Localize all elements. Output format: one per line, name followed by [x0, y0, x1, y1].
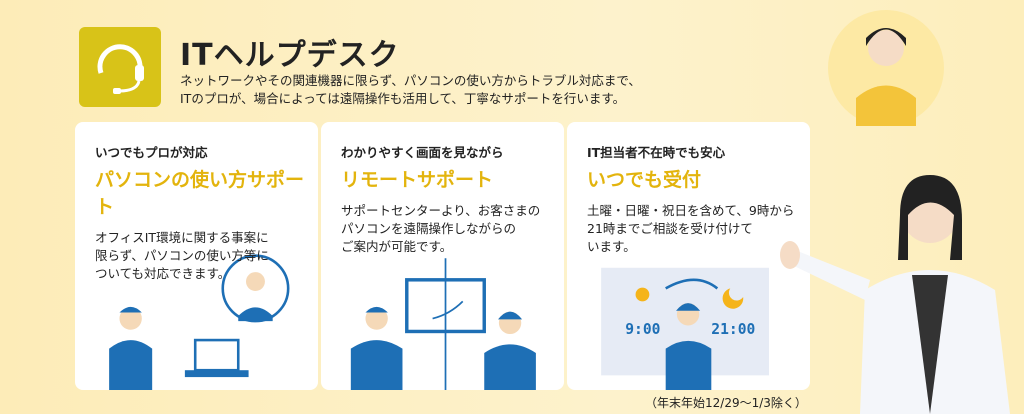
- moon-icon: [722, 288, 744, 309]
- card-body: 土曜・日曜・祝日を含めて、9時から 21時までご相談を受け付けて います。: [587, 202, 810, 256]
- card-anytime-reception: IT担当者不在時でも安心 いつでも受付 土曜・日曜・祝日を含めて、9時から 21…: [567, 122, 810, 390]
- phone-support-illustration: [109, 254, 290, 390]
- card-body: サポートセンターより、お客さまの パソコンを遠隔操作しながらの ご案内が可能です…: [341, 202, 564, 256]
- card-heading: パソコンの使い方サポート: [95, 169, 305, 218]
- body-line: 限らず、パソコンの使い方等に: [95, 248, 269, 263]
- card-pc-support: いつでもプロが対応 パソコンの使い方サポート オフィスIT環境に関する事案に 限…: [75, 122, 318, 390]
- sun-icon: [635, 287, 650, 302]
- remote-support-illustration: [350, 258, 536, 390]
- body-line: サポートセンターより、お客さまの: [341, 203, 541, 218]
- description-line: ITのプロが、場合によっては遠隔操作も活用して、丁寧なサポートを行います。: [180, 91, 626, 106]
- card-heading: いつでも受付: [587, 169, 702, 191]
- card-heading: リモートサポート: [341, 169, 494, 191]
- description-line: ネットワークやその関連機器に限らず、パソコンの使い方からトラブル対応まで、: [180, 73, 641, 88]
- body-line: オフィスIT環境に関する事案に: [95, 230, 269, 245]
- start-time: 9:00: [625, 321, 660, 338]
- header-description: ネットワークやその関連機器に限らず、パソコンの使い方からトラブル対応まで、 IT…: [180, 72, 641, 108]
- card-remote-support: わかりやすく画面を見ながら リモートサポート サポートセンターより、お客さまの …: [321, 122, 564, 390]
- card-subtitle: わかりやすく画面を見ながら: [341, 145, 504, 160]
- doctor-figure: [780, 175, 1010, 414]
- body-line: います。: [587, 239, 636, 254]
- staff-portrait: [828, 10, 944, 126]
- holiday-note: （年末年始12/29〜1/3除く）: [645, 396, 807, 410]
- card-subtitle: IT担当者不在時でも安心: [587, 145, 726, 160]
- end-time: 21:00: [711, 321, 755, 338]
- headset-icon: [79, 27, 161, 107]
- body-line: 土曜・日曜・祝日を含めて、9時から: [587, 203, 795, 218]
- body-line: パソコンを遠隔操作しながらの: [341, 221, 517, 236]
- reception-hours-illustration: 9:00 21:00: [601, 267, 769, 390]
- page-title: ITヘルプデスク: [180, 38, 400, 73]
- card-body: オフィスIT環境に関する事案に 限らず、パソコンの使い方等に ついても対応できま…: [95, 229, 318, 283]
- body-line: 21時までご相談を受け付けて: [587, 221, 753, 236]
- card-subtitle: いつでもプロが対応: [95, 145, 208, 160]
- body-line: ついても対応できます。: [95, 266, 231, 281]
- body-line: ご案内が可能です。: [341, 239, 453, 254]
